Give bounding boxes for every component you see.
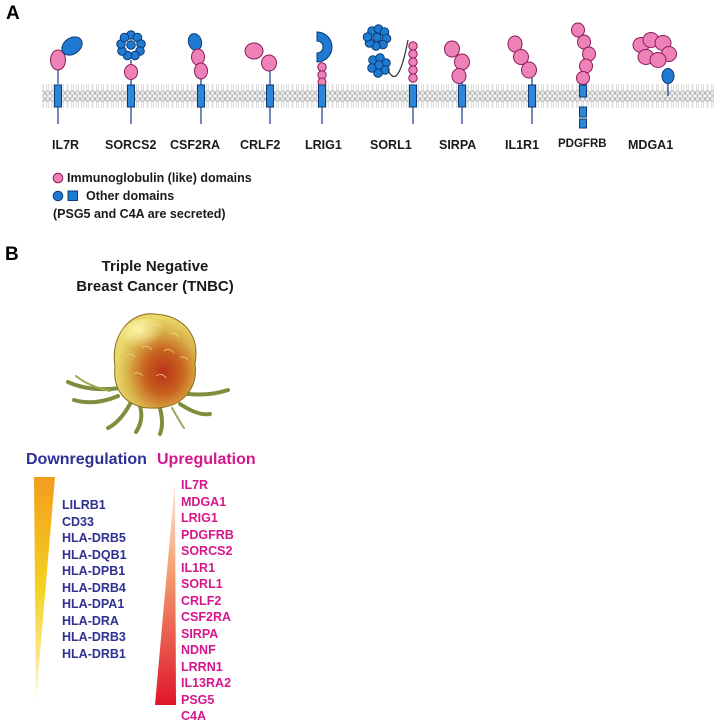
membrane-diagram bbox=[42, 22, 714, 129]
up-gene: SORCS2 bbox=[181, 544, 233, 558]
up-gene: C4A bbox=[181, 709, 207, 723]
upregulation-heading: Upregulation bbox=[157, 451, 256, 468]
down-gene: HLA-DPA1 bbox=[62, 597, 125, 611]
downregulated-gene-list: LILRB1 CD33 HLA-DRB5 HLA-DQB1 HLA-DPB1 H… bbox=[62, 497, 127, 662]
expression-wedges bbox=[34, 477, 176, 705]
protein-label-sorcs2: SORCS2 bbox=[105, 138, 157, 152]
protein-lrig1-icon bbox=[316, 31, 333, 124]
down-gene: HLA-DRB4 bbox=[62, 580, 126, 595]
up-gene: CRLF2 bbox=[181, 593, 222, 608]
up-gene: LRRN1 bbox=[181, 659, 223, 674]
protein-sirpa-icon bbox=[444, 40, 470, 124]
legend-other-domains: Other domains bbox=[86, 189, 175, 203]
up-gene: MDGA1 bbox=[181, 494, 227, 509]
protein-label-crlf2: CRLF2 bbox=[240, 138, 281, 152]
tumor-illustration bbox=[66, 313, 230, 436]
protein-label-il7r: IL7R bbox=[52, 138, 80, 152]
protein-crlf2-icon bbox=[244, 42, 277, 124]
protein-label-sorl1: SORL1 bbox=[370, 138, 412, 152]
ig-domain-legend-icon bbox=[52, 172, 64, 184]
lipid-bilayer bbox=[42, 84, 714, 108]
up-gene: SORL1 bbox=[181, 577, 223, 591]
down-gene: HLA-DQB1 bbox=[62, 547, 127, 562]
down-gene: HLA-DRB1 bbox=[62, 646, 126, 661]
protein-il1r1-icon bbox=[507, 35, 537, 124]
up-gene: IL13RA2 bbox=[181, 676, 232, 690]
up-gene: PSG5 bbox=[181, 692, 215, 707]
protein-label-csf2ra: CSF2RA bbox=[170, 138, 221, 152]
other-domain-circle-legend-icon bbox=[52, 190, 64, 202]
other-domain-square-legend-icon bbox=[67, 190, 78, 201]
downregulation-heading: Downregulation bbox=[26, 451, 147, 468]
protein-label-mdga1: MDGA1 bbox=[628, 138, 674, 152]
protein-csf2ra-icon bbox=[187, 33, 208, 124]
up-gene: NDNF bbox=[181, 643, 216, 657]
protein-label-sirpa: SIRPA bbox=[439, 138, 477, 152]
tnbc-title-line1: Triple Negative bbox=[101, 258, 209, 275]
up-gene: IL7R bbox=[181, 478, 209, 492]
up-gene: SIRPA bbox=[181, 626, 219, 641]
protein-mdga1-icon bbox=[632, 32, 677, 96]
legend-ig-domains: Immunoglobulin (like) domains bbox=[67, 171, 252, 185]
up-gene: IL1R1 bbox=[181, 560, 216, 575]
panel-b-letter: B bbox=[5, 244, 19, 265]
legend-secreted-note: (PSG5 and C4A are secreted) bbox=[53, 207, 226, 221]
protein-label-pdgfrb: PDGFRB bbox=[558, 138, 607, 150]
upregulated-gene-list: IL7R MDGA1 LRIG1 PDGFRB SORCS2 IL1R1 SOR… bbox=[181, 477, 234, 725]
down-gene: HLA-DRB5 bbox=[62, 531, 126, 545]
protein-pdgfrb-icon bbox=[571, 22, 596, 129]
downregulation-wedge bbox=[34, 477, 55, 701]
up-gene: PDGFRB bbox=[181, 527, 234, 542]
down-gene: CD33 bbox=[62, 514, 94, 529]
down-gene: HLA-DRB3 bbox=[62, 630, 126, 644]
protein-il7r-icon bbox=[50, 36, 83, 124]
down-gene: HLA-DRA bbox=[62, 613, 119, 628]
down-gene: LILRB1 bbox=[62, 498, 106, 512]
protein-label-il1r1: IL1R1 bbox=[505, 138, 540, 152]
legend-icons bbox=[52, 172, 78, 202]
tnbc-title-line2: Breast Cancer (TNBC) bbox=[76, 278, 234, 295]
protein-label-lrig1: LRIG1 bbox=[305, 138, 342, 152]
protein-sorcs2-icon bbox=[116, 30, 146, 124]
protein-sorl1-icon bbox=[362, 24, 418, 124]
down-gene: HLA-DPB1 bbox=[62, 564, 126, 578]
tnbc-title: Triple Negative Breast Cancer (TNBC) bbox=[40, 257, 270, 297]
up-gene: LRIG1 bbox=[181, 511, 218, 525]
panel-a-letter: A bbox=[6, 3, 20, 24]
upregulation-wedge bbox=[155, 481, 176, 705]
up-gene: CSF2RA bbox=[181, 610, 232, 624]
